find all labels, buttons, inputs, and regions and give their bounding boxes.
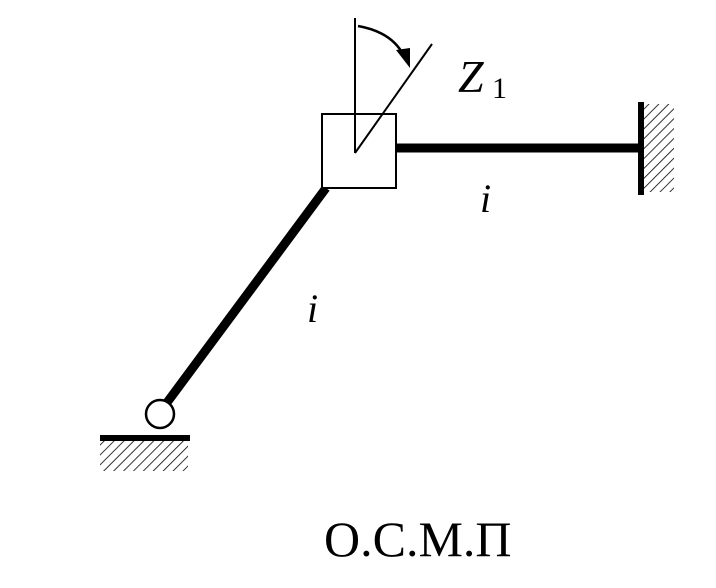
pin-support-ground-hatch (100, 439, 188, 471)
bar-stiffness-label: i (307, 286, 318, 331)
rotation-arrowhead (396, 48, 410, 68)
rigid-joint-box (321, 113, 397, 189)
beam-stiffness-label: i (480, 176, 491, 221)
rotation-symbol-label: Z (458, 51, 484, 102)
diagram-caption: О.С.М.П (324, 511, 512, 567)
fixed-support-wall-hatch (644, 104, 674, 192)
rotation-arc-arrow (357, 24, 406, 57)
pin-hinge (144, 398, 176, 430)
inclined-bar (156, 185, 330, 415)
rotation-subscript-label: 1 (492, 72, 507, 105)
rotation-rotated-line (354, 43, 433, 154)
